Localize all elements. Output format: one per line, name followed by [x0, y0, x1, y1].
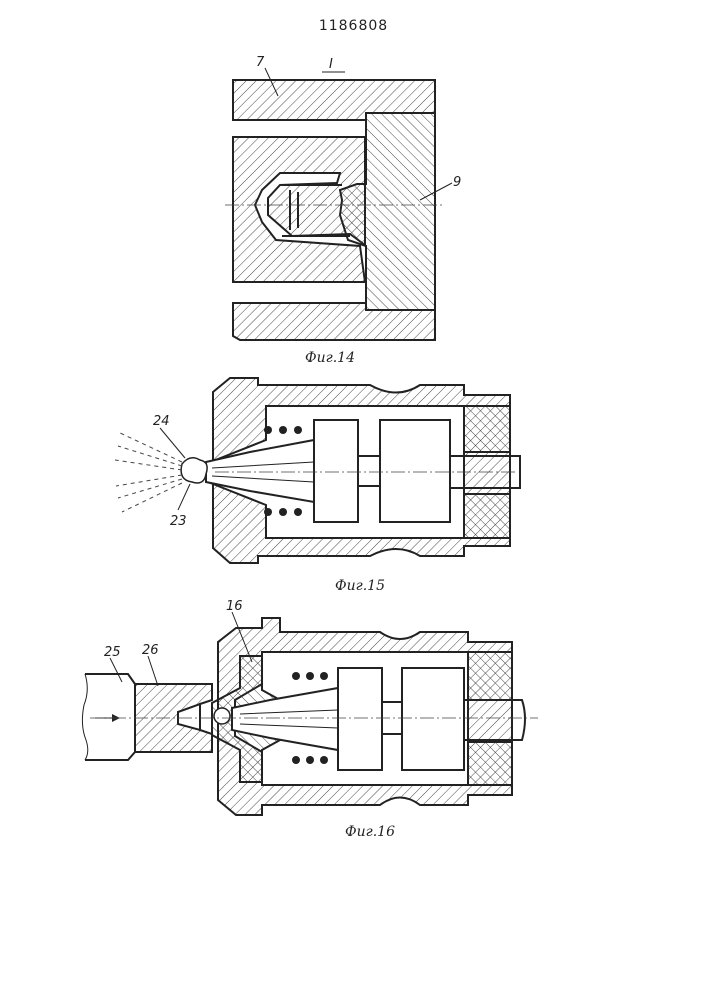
fig15-piston-rear — [380, 420, 450, 522]
fig15-leader-24 — [160, 428, 185, 458]
fig15-caption: Фиг.15 — [335, 578, 385, 594]
fig15-leader-23 — [178, 484, 190, 510]
fig15-rear-cap — [464, 406, 510, 452]
fig15-rear-cap-lower — [464, 494, 510, 538]
fig15-piston-front — [314, 420, 358, 522]
label-part-7: 7 — [256, 55, 265, 70]
label-part-25: 25 — [104, 645, 121, 660]
fig15-particle — [181, 458, 207, 483]
fig16-leader-26 — [148, 656, 158, 686]
fig14-caption: Фиг.14 — [305, 350, 355, 366]
label-part-16: 16 — [226, 599, 243, 614]
fig16-rear-cap-lower — [468, 742, 512, 785]
label-part-9: 9 — [453, 175, 461, 190]
fig16-caption: Фиг.16 — [345, 824, 395, 840]
fig16-piston-rear — [402, 668, 464, 770]
label-part-24: 24 — [153, 414, 170, 429]
figure-15: 24 23 Фиг.15 — [115, 378, 520, 594]
label-view-I: I — [329, 57, 333, 72]
fig16-piston-front — [338, 668, 382, 770]
figure-14: 7 9 I Фиг.14 — [225, 55, 461, 366]
label-part-26: 26 — [142, 643, 159, 658]
fig15-spray-lines — [115, 432, 182, 512]
fig16-particle — [214, 708, 230, 724]
figure-16: 16 25 26 Фиг.16 — [82, 599, 538, 840]
part-25-handle — [85, 674, 135, 760]
label-part-23: 23 — [170, 514, 187, 529]
fig16-rear-cap — [468, 652, 512, 700]
